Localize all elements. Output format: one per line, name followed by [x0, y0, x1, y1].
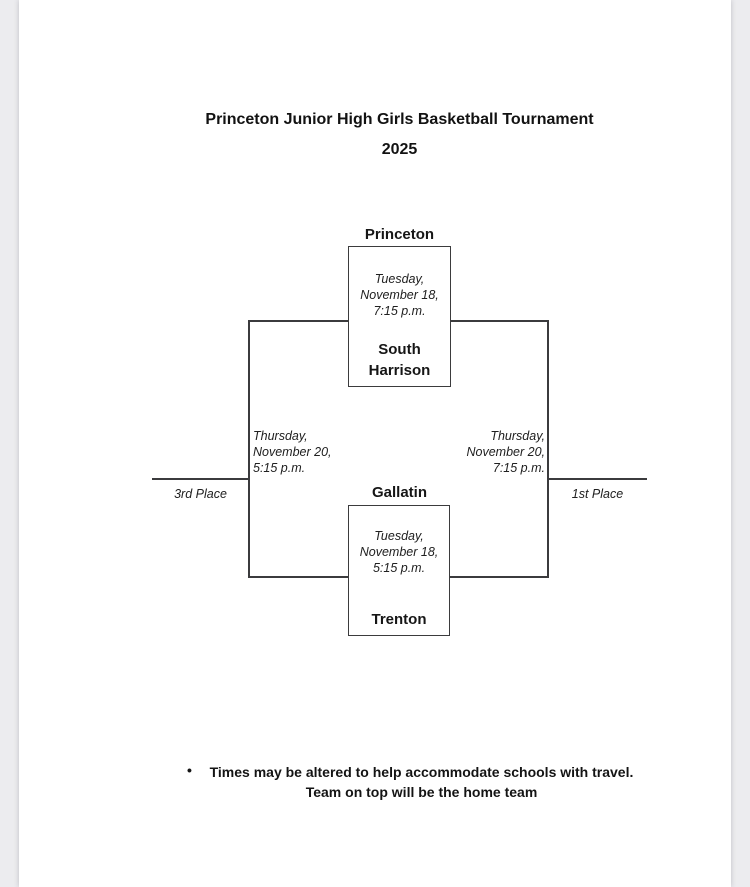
bracket-rail-right [547, 320, 549, 578]
document-title: Princeton Junior High Girls Basketball T… [205, 111, 594, 128]
footer-notes: Times may be altered to help accommodate… [171, 762, 672, 802]
bracket-line-top-left [249, 320, 348, 322]
bracket-line-bottom-left [249, 576, 348, 578]
semifinal-bottom-time: Tuesday, November 18, 5:15 p.m. [359, 529, 439, 575]
semifinal-top-time: Tuesday, November 18, 7:15 p.m. [360, 272, 439, 318]
document-year: 2025 [381, 141, 418, 158]
team-label-trenton: Trenton [371, 611, 427, 628]
footer-bullet: • [187, 762, 192, 778]
semifinal-bottom-box: Tuesday, November 18, 5:15 p.m. Trenton [348, 505, 450, 636]
document-page: Princeton Junior High Girls Basketball T… [19, 0, 731, 887]
semifinal-top-box: Tuesday, November 18, 7:15 p.m. South Ha… [348, 246, 451, 387]
championship-label: 1st Place [571, 487, 624, 501]
bracket-line-bottom-right [450, 576, 548, 578]
championship-time: Thursday, November 20, 7:15 p.m. [466, 429, 545, 475]
third-place-time: Thursday, November 20, 5:15 p.m. [253, 429, 332, 475]
footer-note-line1: Times may be altered to help accommodate… [209, 764, 634, 780]
team-label-princeton: Princeton [364, 226, 435, 243]
championship-line [548, 478, 647, 480]
footer-note-line2: Team on top will be the home team [305, 784, 538, 800]
third-place-label: 3rd Place [174, 487, 227, 501]
team-label-gallatin: Gallatin [371, 484, 427, 501]
bracket-rail-left [248, 320, 250, 578]
third-place-line [152, 478, 249, 480]
team-label-south-harrison: South Harrison [368, 341, 431, 379]
bracket-line-top-right [451, 320, 548, 322]
